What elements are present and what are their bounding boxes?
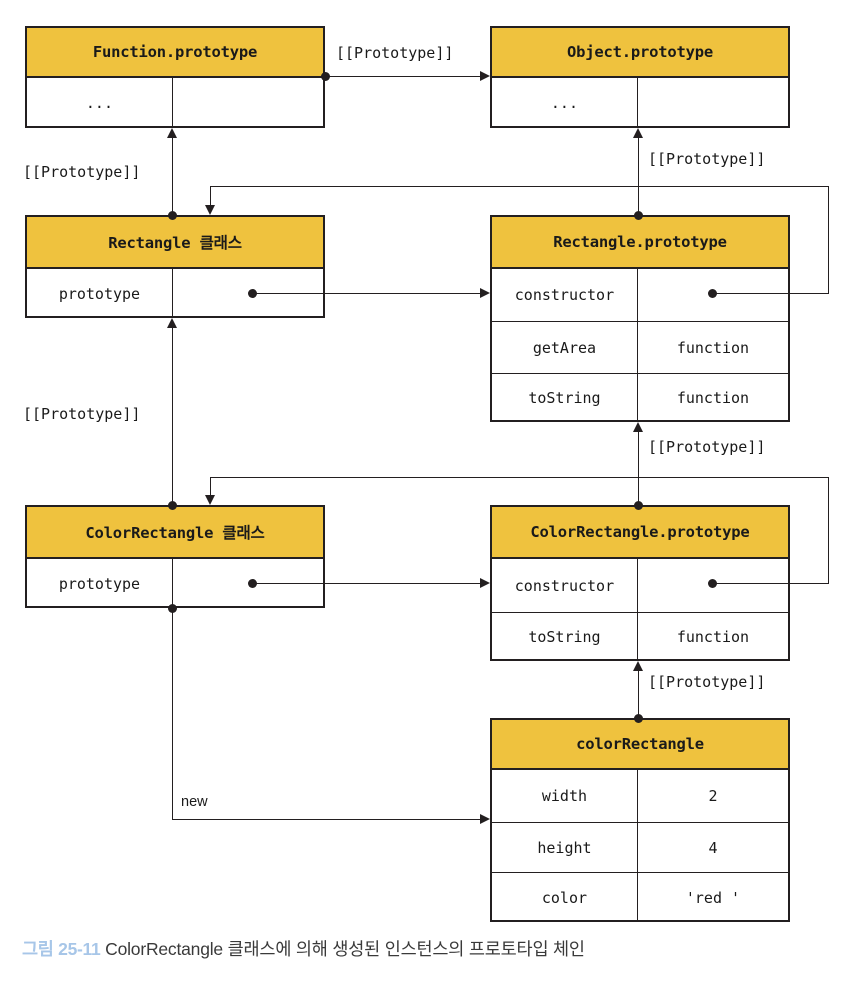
edge-cr-constructor-up — [828, 477, 829, 584]
cell-key: height — [492, 823, 638, 872]
arrowhead-up — [166, 128, 177, 138]
arrowhead-right — [480, 577, 490, 588]
cell-key: toString — [492, 613, 638, 661]
edge-colorrectangle-to-rectangle — [172, 328, 173, 505]
box-object-prototype: Object.prototype ... — [490, 26, 790, 128]
edge-constructor-across — [210, 186, 829, 187]
cell-key: width — [492, 770, 638, 822]
edge-cr-constructor-across — [210, 477, 829, 478]
table-row: toString function — [492, 612, 788, 661]
cell-key: getArea — [492, 322, 638, 373]
figure-number: 그림 25-11 — [22, 939, 101, 959]
cell-value — [173, 78, 323, 128]
edge-crproto-to-rproto — [638, 432, 639, 505]
table-row: constructor — [492, 559, 788, 612]
box-colorrectangle-prototype: ColorRectangle.prototype constructor toS… — [490, 505, 790, 661]
edge-dot-rectangle-prototype-top — [633, 210, 643, 220]
arrowhead-up — [166, 318, 177, 328]
edge-rectangle-to-function — [172, 138, 173, 215]
edge-label-prototype-object-right: [[Prototype]] — [645, 150, 769, 168]
edge-instance-to-crproto — [638, 671, 639, 718]
table-row: ... — [27, 78, 323, 128]
table-row: constructor — [492, 269, 788, 321]
table-row: color 'red ' — [492, 872, 788, 922]
box-rectangle-prototype: Rectangle.prototype constructor getArea … — [490, 215, 790, 422]
box-function-prototype: Function.prototype ... — [25, 26, 325, 128]
edge-colorrectangle-prototype-link — [252, 583, 480, 584]
arrowhead-right — [480, 287, 490, 298]
edge-label-prototype-rectangle-proto: [[Prototype]] — [645, 438, 769, 456]
edge-label-prototype-top: [[Prototype]] — [333, 44, 457, 62]
box-title-rectangle-prototype: Rectangle.prototype — [492, 217, 788, 269]
box-title-colorrectangle-prototype: ColorRectangle.prototype — [492, 507, 788, 559]
edge-dot-instance-top — [633, 713, 643, 723]
cell-value: function — [676, 338, 750, 357]
cell-value: function — [676, 628, 750, 646]
edge-dot-colorrectangle-class-top — [167, 500, 177, 510]
edge-new-across — [172, 819, 480, 820]
edge-rectangleproto-to-object — [638, 138, 639, 215]
edge-dot-colorrectangle-prototype-top — [633, 500, 643, 510]
cell-key: constructor — [492, 559, 638, 612]
box-title-rectangle-class: Rectangle 클래스 — [27, 217, 323, 269]
cell-value: 4 — [708, 838, 718, 857]
cell-key: ... — [492, 78, 638, 128]
arrowhead-right — [480, 813, 490, 824]
cell-key: constructor — [492, 269, 638, 321]
edge-constructor-down — [210, 186, 211, 205]
cell-key: prototype — [27, 559, 173, 608]
arrowhead-up — [632, 661, 643, 671]
box-title-object-prototype: Object.prototype — [492, 28, 788, 78]
edge-rectangle-prototype-link — [252, 293, 480, 294]
cell-value: 2 — [708, 787, 718, 805]
arrowhead-up — [632, 422, 643, 432]
box-title-colorrectangle-instance: colorRectangle — [492, 720, 788, 770]
box-colorrectangle-instance: colorRectangle width 2 height 4 color 'r… — [490, 718, 790, 922]
edge-label-prototype-rectangle-left: [[Prototype]] — [20, 405, 144, 423]
edge-label-new: new — [178, 794, 211, 810]
edge-constructor-up — [828, 186, 829, 294]
cell-value: function — [676, 389, 750, 407]
edge-cr-constructor-down — [210, 477, 211, 495]
arrowhead-up — [632, 128, 643, 138]
cell-key: toString — [492, 374, 638, 422]
table-row: ... — [492, 78, 788, 128]
table-row: width 2 — [492, 770, 788, 822]
edge-function-to-object — [325, 76, 480, 77]
box-title-colorrectangle-class: ColorRectangle 클래스 — [27, 507, 323, 559]
table-row: prototype — [27, 559, 323, 608]
table-row: height 4 — [492, 822, 788, 872]
table-row: prototype — [27, 269, 323, 318]
edge-new-down — [172, 608, 173, 819]
cell-key: color — [492, 873, 638, 922]
figure-caption: 그림 25-11 ColorRectangle 클래스에 의해 생성된 인스턴스… — [22, 936, 585, 961]
arrowhead-down — [204, 495, 215, 505]
table-row: getArea function — [492, 321, 788, 373]
figure-caption-text: ColorRectangle 클래스에 의해 생성된 인스턴스의 프로토타입 체… — [100, 939, 585, 959]
box-colorrectangle-class: ColorRectangle 클래스 prototype — [25, 505, 325, 608]
box-title-function-prototype: Function.prototype — [27, 28, 323, 78]
table-row: toString function — [492, 373, 788, 422]
box-rectangle-class: Rectangle 클래스 prototype — [25, 215, 325, 318]
arrowhead-down — [204, 205, 215, 215]
edge-label-prototype-colorrectangle-proto: [[Prototype]] — [645, 673, 769, 691]
cell-key: ... — [27, 78, 173, 128]
edge-constructor-out — [712, 293, 828, 294]
edge-label-prototype-function-left: [[Prototype]] — [20, 163, 144, 181]
edge-dot-rectangle-class-top — [167, 210, 177, 220]
cell-value: 'red ' — [685, 888, 741, 907]
edge-cr-constructor-out — [712, 583, 828, 584]
cell-value — [638, 78, 788, 128]
cell-key: prototype — [27, 269, 173, 318]
arrowhead-right — [480, 70, 490, 81]
